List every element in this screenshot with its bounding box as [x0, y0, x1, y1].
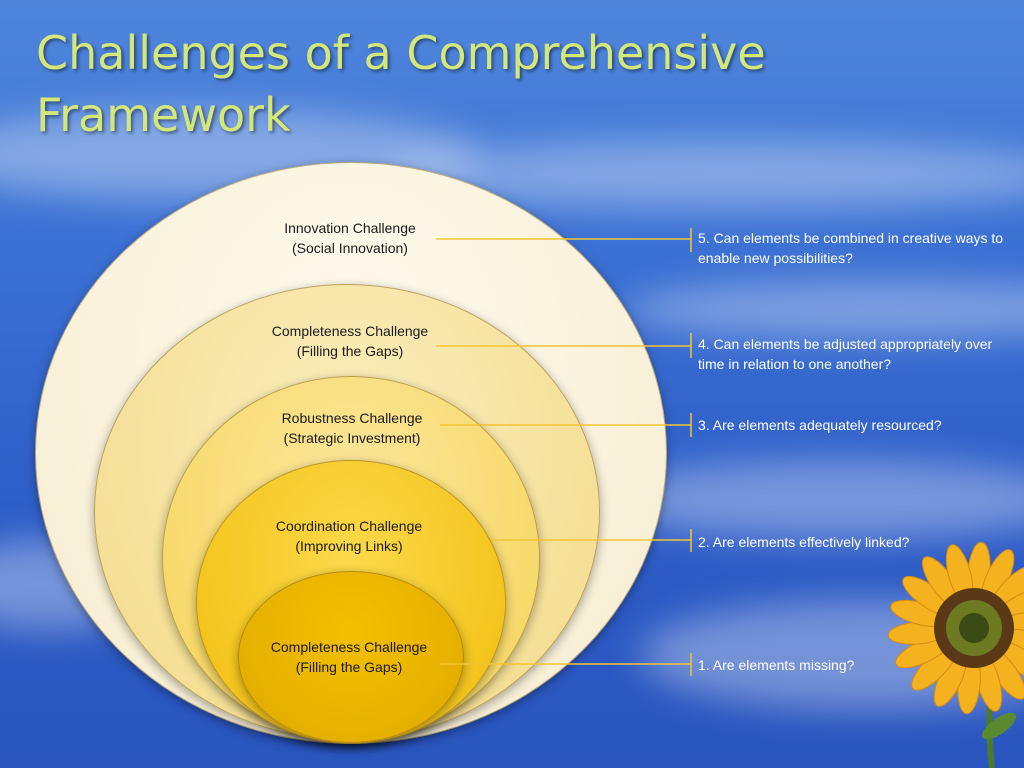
question-4: 4. Can elements be adjusted appropriatel…: [698, 336, 993, 372]
ring-title: Completeness Challenge: [271, 323, 429, 339]
sunflower-image: [887, 541, 1024, 768]
ring-title: Innovation Challenge: [284, 220, 416, 236]
title-line-1: Challenges of a Comprehensive: [36, 26, 766, 80]
ring-subtitle: (Improving Links): [295, 538, 403, 554]
question-1: 1. Are elements missing?: [698, 657, 855, 673]
page-title: Challenges of a Comprehensive Framework: [36, 22, 766, 146]
ring-label-coordination: Coordination Challenge (Improving Links): [229, 516, 469, 556]
ring-label-completeness-outer: Completeness Challenge (Filling the Gaps…: [230, 321, 470, 361]
question-5: 5. Can elements be combined in creative …: [698, 230, 1004, 266]
ring-subtitle: (Social Innovation): [292, 240, 408, 256]
title-line-2: Framework: [36, 88, 291, 142]
ring-completeness-inner: [238, 571, 464, 743]
ring-subtitle: (Strategic Investment): [283, 430, 421, 446]
ring-title: Coordination Challenge: [275, 518, 423, 534]
question-3: 3. Are elements adequately resourced?: [698, 417, 942, 433]
question-2: 2. Are elements effectively linked?: [698, 534, 910, 550]
ring-subtitle: (Filling the Gaps): [295, 659, 403, 675]
ring-label-completeness-inner: Completeness Challenge (Filling the Gaps…: [229, 637, 469, 677]
ring-subtitle: (Filling the Gaps): [296, 343, 404, 359]
ring-title: Robustness Challenge: [281, 410, 423, 426]
ring-label-innovation: Innovation Challenge (Social Innovation): [230, 218, 470, 258]
ring-label-robustness: Robustness Challenge (Strategic Investme…: [232, 408, 472, 448]
ring-title: Completeness Challenge: [270, 639, 428, 655]
